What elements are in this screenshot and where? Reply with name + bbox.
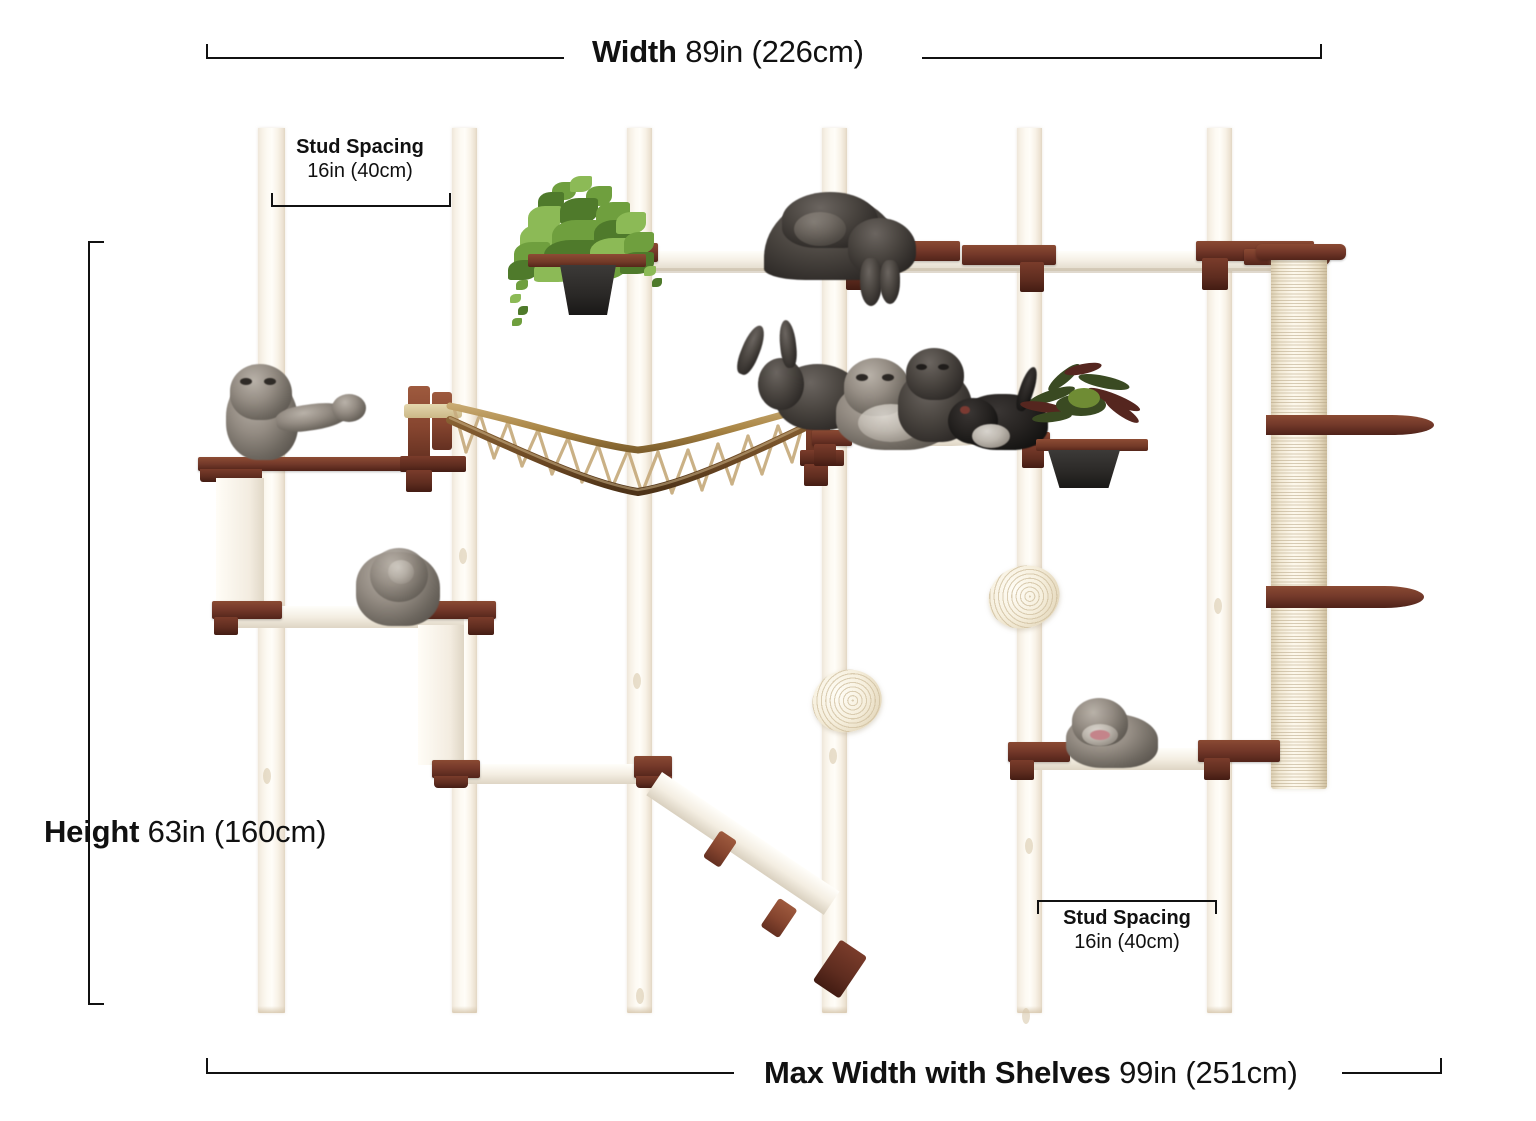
maxwidth-label-value: 99in (251cm) [1119, 1055, 1298, 1090]
rope-bridge-post-right-foot2 [804, 464, 828, 486]
bromeliad-plant [1016, 360, 1146, 450]
height-tick-top [88, 241, 104, 243]
canvas-plank-lower [452, 764, 672, 784]
bridge-lower-left-bracket-right-foot [468, 617, 494, 635]
oval-shelf-lower [1266, 586, 1424, 608]
lower-plank-bracket-left-foot [434, 776, 468, 788]
maxwidth-label-lead: Max Width with Shelves [764, 1055, 1111, 1090]
stud-spacing-bottom-tick-left [1037, 900, 1039, 914]
height-label-lead: Height [44, 814, 140, 849]
oval-shelf-upper [1266, 415, 1434, 435]
sisal-pole-top-cap [1256, 244, 1346, 260]
bridge-right-bracket-left-foot [1010, 760, 1034, 780]
bridge-right-bracket-right-foot [1204, 758, 1230, 780]
stud-spacing-top-label: Stud Spacing 16in (40cm) [245, 135, 475, 184]
width-dimension-label: Width 89in (226cm) [592, 34, 864, 70]
maxwidth-tick-right [1440, 1058, 1442, 1074]
cat-lower-right-shelf [1060, 692, 1172, 768]
top-shelf-bracket-right-foot [1202, 258, 1228, 290]
sisal-scratching-pole [1271, 255, 1327, 789]
height-tick-bottom [88, 1003, 104, 1005]
width-label-lead: Width [592, 34, 677, 69]
ramp-rung-2 [760, 897, 798, 939]
top-shelf-edge-shadow [612, 268, 1292, 273]
stud-spacing-top-tick-left [271, 193, 273, 207]
width-line-right [922, 57, 1322, 59]
stud-spacing-bottom-line [1037, 900, 1217, 902]
top-shelf-bracket-mid2 [962, 245, 1056, 265]
cat-left-shelf [216, 358, 376, 462]
cat-lower-left-shelf [348, 536, 458, 626]
bridge-right-bracket-left [1008, 742, 1070, 762]
sisal-disc-right [980, 556, 1068, 638]
maxwidth-tick-left [206, 1058, 208, 1074]
stud-spacing-top-line [271, 205, 451, 207]
width-tick-right [1320, 44, 1322, 59]
canvas-riser-left [418, 625, 464, 765]
hammock-bracket-left-foot [814, 444, 836, 466]
cat-hammock-black [942, 364, 1066, 460]
bridge-lower-left-bracket-left-foot [214, 617, 238, 635]
wall-stud-2 [452, 128, 477, 1013]
stud-spacing-bottom-label: Stud Spacing 16in (40cm) [1012, 906, 1242, 955]
height-dimension-label: Height 63in (160cm) [44, 814, 326, 850]
top-shelf-bracket-mid2-foot [1020, 262, 1044, 292]
width-line-left [206, 57, 564, 59]
hammock-bracket-right-foot [1022, 446, 1044, 468]
rope-bridge-post-left-foot2 [406, 470, 432, 492]
stud-spacing-top-value: 16in (40cm) [307, 160, 413, 183]
maxwidth-line-right [1342, 1072, 1442, 1074]
diagonal-ramp [646, 772, 840, 915]
bridge-lower-left-bracket-right [426, 601, 496, 619]
rope-bridge-post-left-foot [400, 456, 466, 472]
width-tick-left [206, 44, 208, 59]
width-label-value: 89in (226cm) [685, 34, 864, 69]
rope-bridge [446, 400, 828, 497]
height-line [88, 241, 90, 1005]
maxwidth-line-left [206, 1072, 734, 1074]
left-shelf-plank [198, 457, 420, 471]
rope-bridge-post-left-a [408, 386, 430, 462]
bridge-right-bracket-right [1198, 740, 1280, 762]
bridge-lower-left-bracket-left [212, 601, 282, 619]
stud-spacing-bottom-value: 16in (40cm) [1074, 931, 1180, 954]
stud-spacing-top-lead: Stud Spacing [296, 136, 424, 158]
sisal-disc-left [804, 661, 890, 741]
bromeliad-planter-box [1048, 450, 1120, 488]
green-planter-rim [528, 254, 646, 267]
green-planter-box [560, 265, 616, 315]
stud-spacing-bottom-lead: Stud Spacing [1063, 907, 1191, 929]
ramp-foot-bracket [812, 939, 868, 999]
stud-spacing-bottom-tick-right [1215, 900, 1217, 914]
bromeliad-planter-rim [1036, 439, 1148, 451]
height-label-value: 63in (160cm) [147, 814, 327, 849]
maxwidth-dimension-label: Max Width with Shelves 99in (251cm) [764, 1055, 1298, 1091]
lower-plank-bracket-left [432, 760, 480, 778]
stud-spacing-top-tick-right [449, 193, 451, 207]
cat-top-shelf [752, 190, 932, 310]
